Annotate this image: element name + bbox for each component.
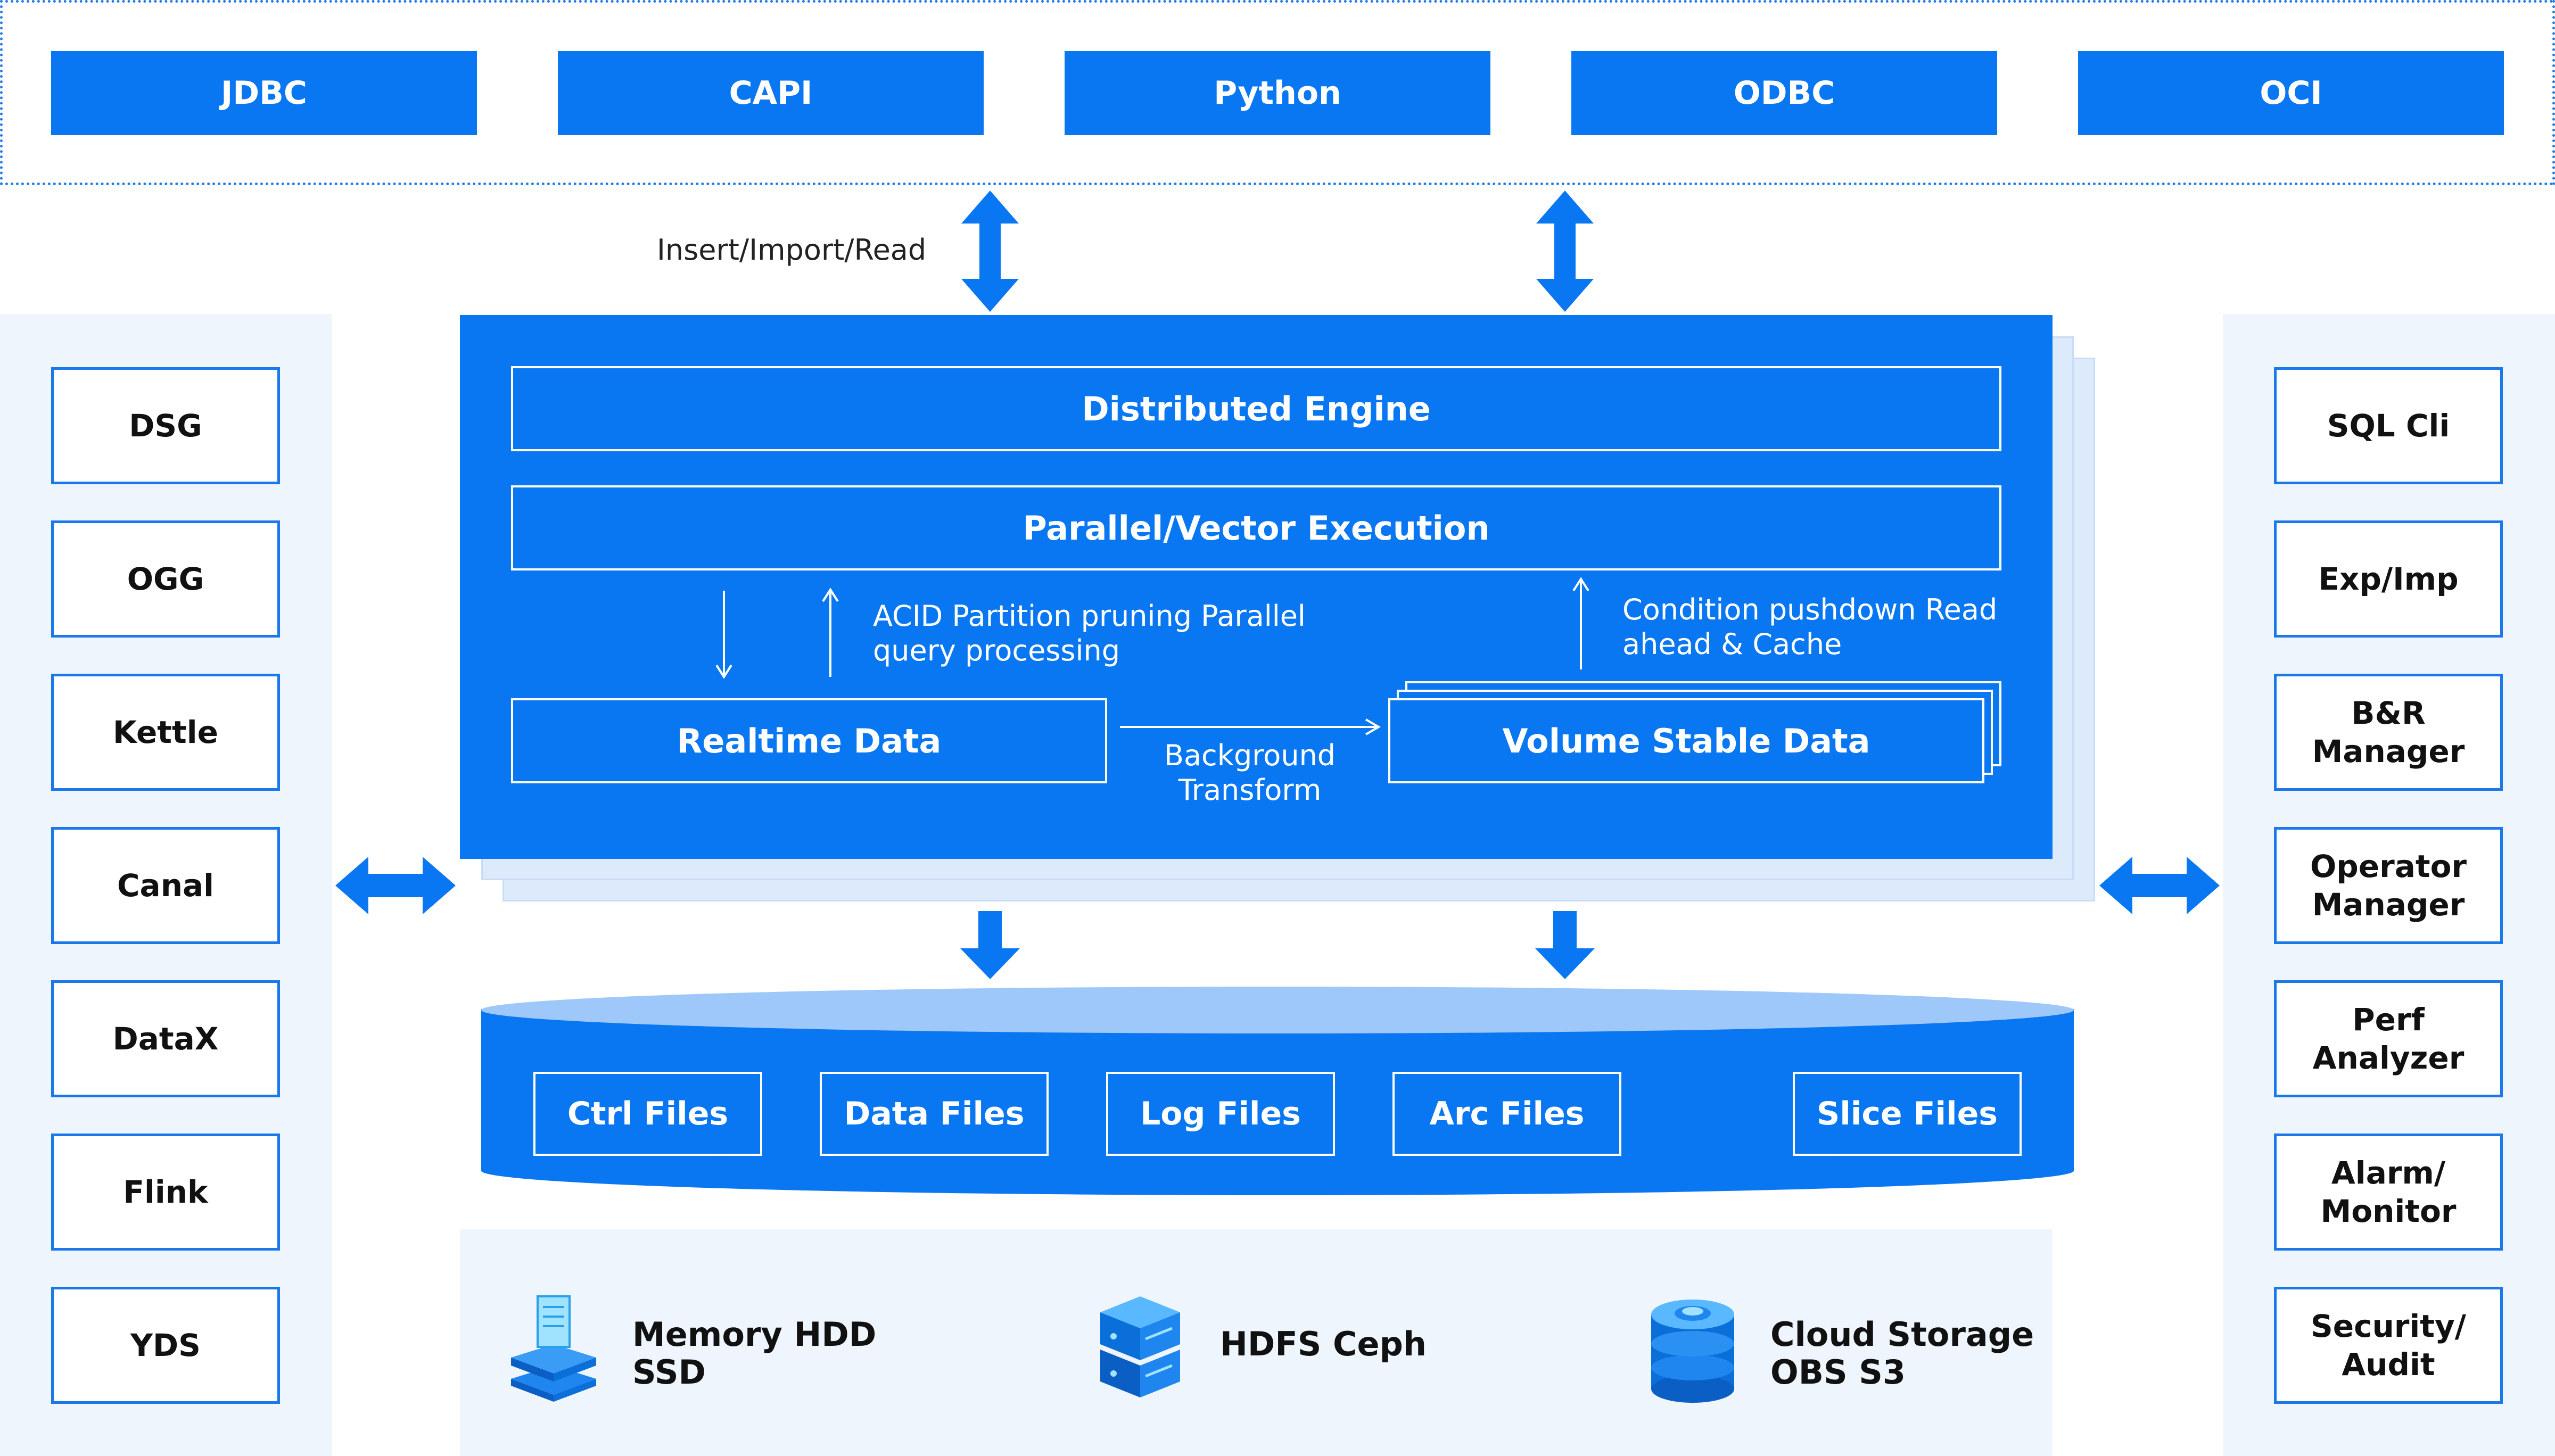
double-arrow-icon [961, 191, 1019, 312]
tool-datax: DataX [51, 980, 280, 1097]
memory-stack-icon [511, 1295, 596, 1402]
tool-security-audit: Security/ Audit [2274, 1287, 2503, 1404]
ctrl-files-box: Ctrl Files [533, 1072, 762, 1156]
media-hdfs-label: HDFS Ceph [1220, 1325, 1427, 1363]
tool-kettle: Kettle [51, 674, 280, 791]
data-files-box: Data Files [820, 1072, 1049, 1156]
storage-cylinder-body [481, 1009, 2074, 1171]
storage-cylinder-bottom [481, 1146, 2074, 1195]
execution-box: Parallel/Vector Execution [511, 485, 2001, 570]
media-cloud-label: Cloud Storage OBS S3 [1770, 1315, 2034, 1392]
tool-alarm-monitor: Alarm/ Monitor [2274, 1134, 2503, 1251]
tool-sql-cli: SQL Cli [2274, 367, 2503, 484]
media-memory-label: Memory HDD SSD [632, 1315, 877, 1392]
log-files-box: Log Files [1106, 1072, 1335, 1156]
api-capi: CAPI [558, 51, 984, 135]
tool-operator-manager: Operator Manager [2274, 827, 2503, 944]
storage-cylinder-top [481, 987, 2074, 1033]
api-python: Python [1065, 51, 1490, 135]
slice-files-box: Slice Files [1793, 1072, 2022, 1156]
condition-note: Condition pushdown Read ahead & Cache [1622, 593, 1998, 661]
double-arrow-icon [335, 857, 456, 914]
server-icon [1100, 1296, 1180, 1397]
up-arrow-icon [1572, 577, 1589, 669]
tool-perf-analyzer: Perf Analyzer [2274, 980, 2503, 1097]
api-oci: OCI [2078, 51, 2504, 135]
right-arrow-icon [1120, 718, 1381, 735]
cloud-disk-icon [1651, 1300, 1734, 1403]
api-jdbc: JDBC [51, 51, 477, 135]
tool-br-manager: B&R Manager [2274, 674, 2503, 791]
storage-media-panel [460, 1229, 2053, 1456]
transform-note: Background Transform [1164, 739, 1336, 807]
distributed-engine-box: Distributed Engine [511, 366, 2001, 451]
tool-flink: Flink [51, 1134, 280, 1251]
volume-stable-data-box: Volume Stable Data [1388, 698, 1984, 783]
api-odbc: ODBC [1571, 51, 1997, 135]
tool-ogg: OGG [51, 520, 280, 638]
double-arrow-icon [1536, 191, 1594, 312]
tool-yds: YDS [51, 1287, 280, 1404]
up-arrow-icon [822, 588, 839, 677]
double-arrow-icon [2099, 857, 2220, 914]
tool-canal: Canal [51, 827, 280, 944]
acid-note: ACID Partition pruning Parallel query pr… [873, 599, 1306, 667]
tool-exp-imp: Exp/Imp [2274, 520, 2503, 638]
down-arrow-icon [1535, 911, 1595, 979]
arc-files-box: Arc Files [1392, 1072, 1621, 1156]
realtime-data-box: Realtime Data [511, 698, 1107, 783]
tool-dsg: DSG [51, 367, 280, 484]
down-arrow-icon [715, 591, 732, 679]
interface-label: Insert/Import/Read [657, 233, 927, 267]
down-arrow-icon [960, 911, 1020, 979]
